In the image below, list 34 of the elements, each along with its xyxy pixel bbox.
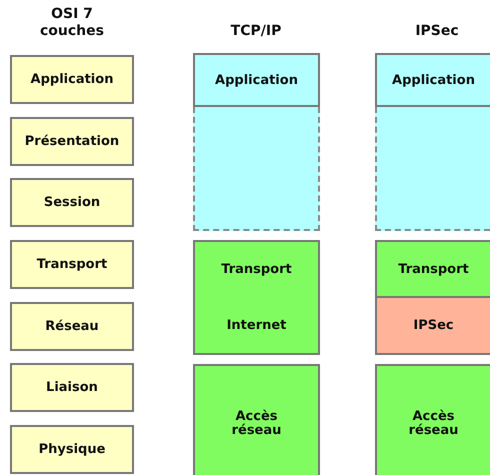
layer-label: Transport bbox=[398, 262, 469, 276]
layer-label: Application bbox=[30, 72, 114, 87]
layer-label: Transport bbox=[36, 257, 108, 272]
layer-box bbox=[10, 425, 134, 474]
layer-label: Internet bbox=[226, 318, 286, 333]
layer-label: IPSec bbox=[413, 318, 454, 333]
layer-box bbox=[10, 240, 134, 289]
layer-label: Accès réseau bbox=[408, 410, 460, 438]
column-heading: TCP/IP bbox=[230, 23, 282, 40]
layer-box bbox=[193, 240, 320, 355]
layer-label: Application bbox=[215, 72, 298, 88]
layer-label: Accès réseau bbox=[230, 410, 282, 438]
layer-box bbox=[10, 178, 134, 227]
layer-label: Transport bbox=[221, 262, 292, 278]
layer-box bbox=[375, 53, 490, 107]
layer-label: Réseau bbox=[45, 319, 99, 334]
layer-box bbox=[375, 298, 490, 355]
layer-box bbox=[375, 364, 490, 475]
layer-label: Application bbox=[392, 72, 475, 88]
layer-box bbox=[10, 302, 134, 351]
layer-label: Liaison bbox=[46, 380, 98, 395]
layer-box bbox=[193, 53, 320, 107]
layer-box bbox=[193, 364, 320, 475]
layer-box bbox=[10, 363, 134, 412]
layer-label: Présentation bbox=[24, 134, 120, 149]
layer-label: Session bbox=[44, 195, 100, 210]
column-heading: IPSec bbox=[414, 23, 460, 40]
dashed-box bbox=[375, 107, 490, 231]
layer-box bbox=[375, 240, 490, 298]
column-heading: OSI 7 couches bbox=[39, 6, 105, 40]
layer-label: Physique bbox=[38, 442, 106, 457]
layer-box bbox=[10, 55, 134, 104]
layer-box bbox=[10, 117, 134, 166]
dashed-box bbox=[193, 107, 320, 231]
